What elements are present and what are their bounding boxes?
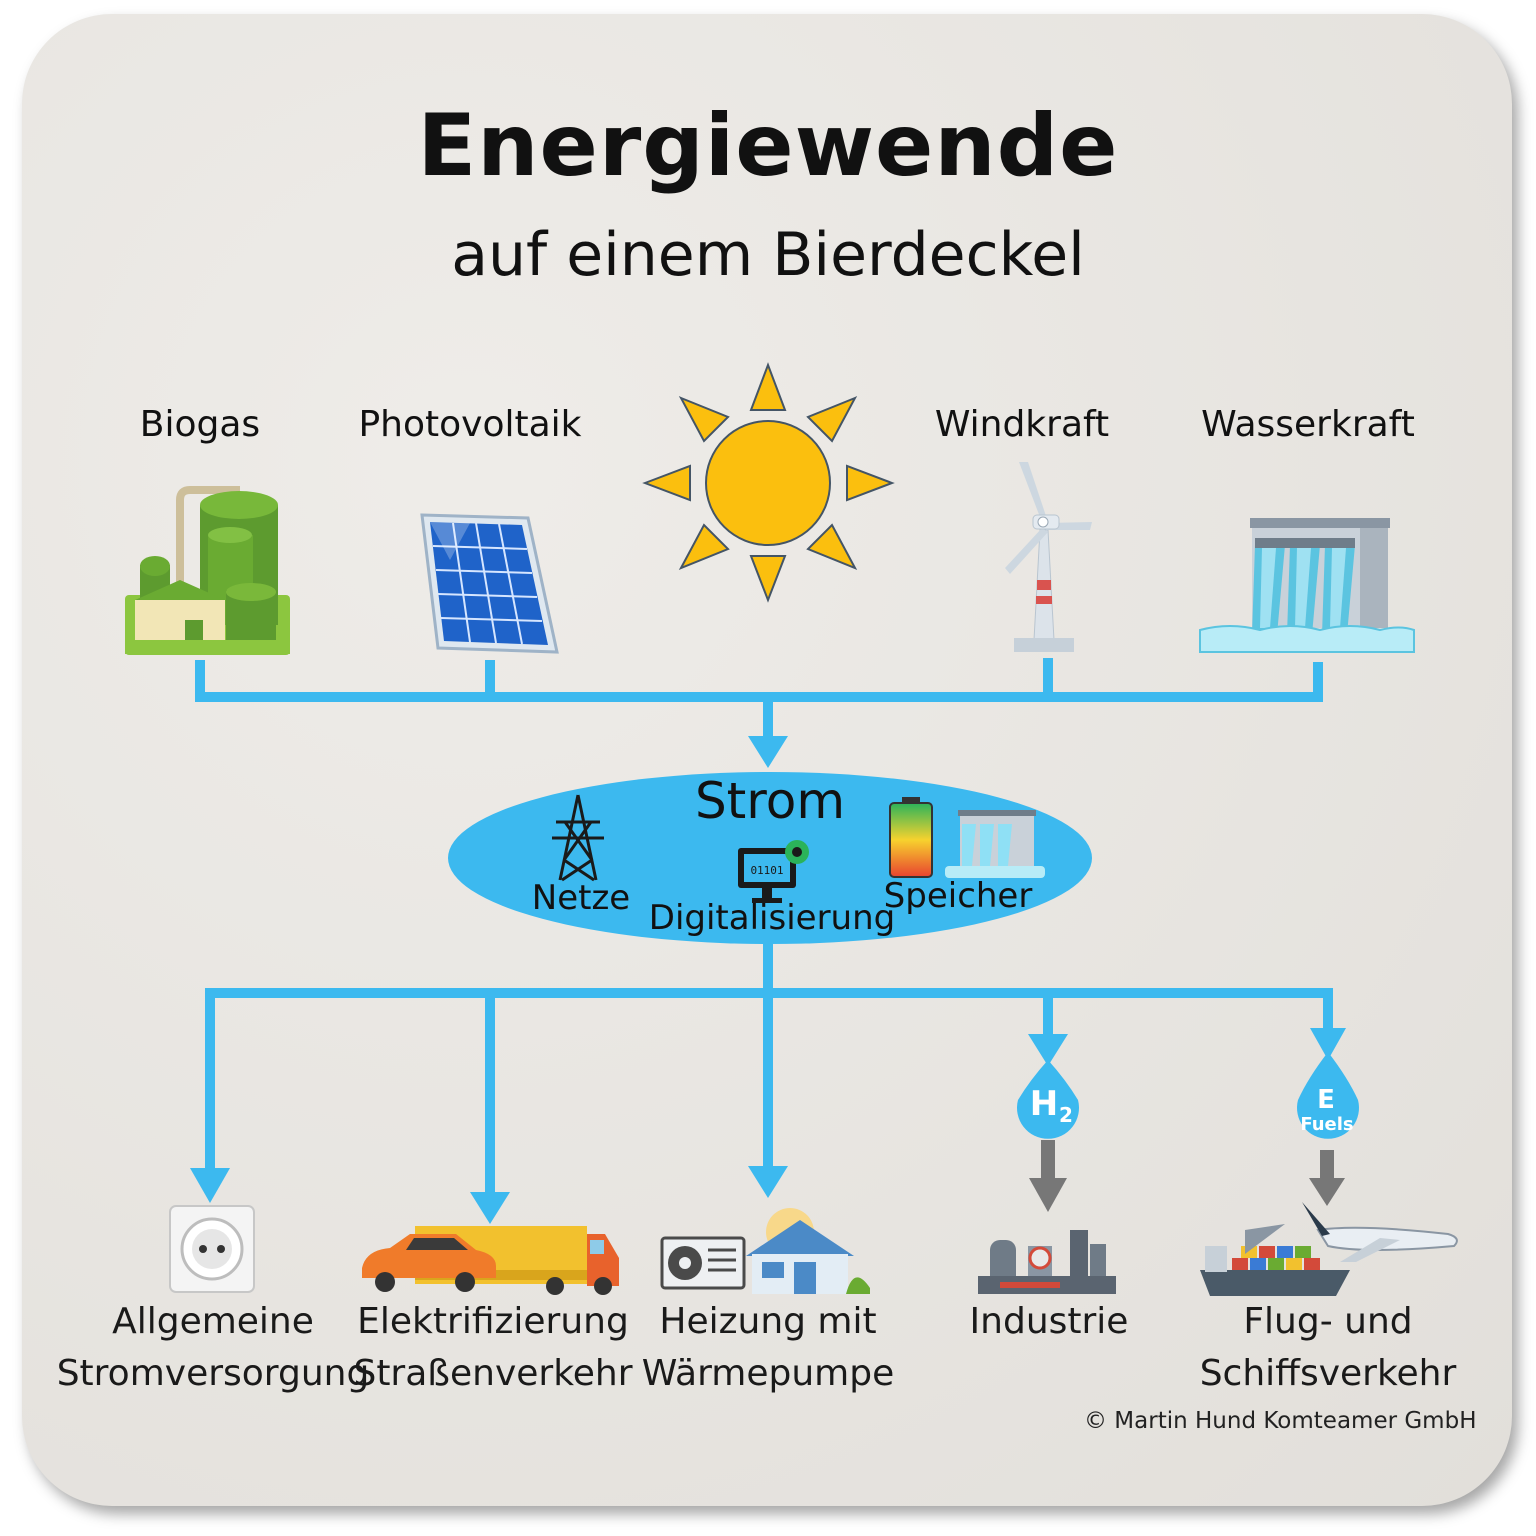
source-label-wasserkraft: Wasserkraft (1201, 404, 1415, 445)
efuels-main-text: E (1317, 1085, 1335, 1115)
hub-title-strom: Strom (694, 772, 846, 830)
page-title: Energiewende (417, 96, 1119, 196)
hub-item-digitalisierung: Digitalisierung (648, 898, 896, 938)
h2-drop-icon: H 2 (1017, 1060, 1079, 1139)
gray-arrow-h2 (1029, 1140, 1067, 1212)
sun-icon (642, 362, 895, 603)
consumer-label-line2: Straßenverkehr (353, 1353, 633, 1394)
arrow-to-efuels (1310, 1028, 1346, 1060)
consumer-label-line1: Elektrifizierung (357, 1301, 629, 1342)
computer-icon: 01101 (738, 840, 809, 903)
arrow-to-socket (190, 1168, 230, 1203)
gray-arrow-efuels (1309, 1150, 1345, 1206)
page-subtitle: auf einem Bierdeckel (451, 220, 1085, 290)
arrow-to-strom (748, 736, 788, 768)
pumped-storage-icon (945, 810, 1045, 878)
consumer-label-industrie: Industrie (970, 1296, 1129, 1348)
efuels-drop-icon: E Fuels (1297, 1052, 1359, 1139)
consumer-label-strassenverkehr: Elektrifizierung Straßenverkehr (353, 1296, 632, 1400)
h2-sub-text: 2 (1059, 1103, 1073, 1127)
efuels-sub-text: Fuels (1300, 1114, 1353, 1135)
copyright-notice: © Martin Hund Komteamer GmbH (1084, 1408, 1477, 1434)
power-pylon-icon (552, 794, 604, 882)
source-label-photovoltaik: Photovoltaik (358, 404, 582, 445)
consumer-label-waermepumpe: Heizung mit Wärmepumpe (642, 1296, 894, 1400)
consumer-label-flug-schiffsverkehr: Flug- und Schiffsverkehr (1200, 1296, 1457, 1400)
h2-main-text: H (1030, 1084, 1058, 1124)
arrow-to-vehicles (470, 1192, 510, 1224)
consumer-label-line2: Schiffsverkehr (1199, 1353, 1457, 1394)
consumer-label-line1: Industrie (969, 1301, 1129, 1342)
biogas-plant-icon (125, 486, 290, 655)
heat-pump-house-icon (660, 1208, 870, 1294)
solar-panel-icon (420, 513, 559, 654)
arrow-to-h2 (1028, 1034, 1068, 1066)
arrow-to-heatpump (748, 1166, 788, 1198)
source-label-windkraft: Windkraft (934, 404, 1110, 445)
hub-item-netze: Netze (531, 878, 631, 918)
consumer-label-line1: Heizung mit (659, 1301, 877, 1342)
consumer-label-line1: Flug- und (1243, 1301, 1413, 1342)
hydro-dam-icon (1199, 518, 1415, 653)
consumer-label-line2: Wärmepumpe (641, 1353, 895, 1394)
consumer-label-stromversorgung: Allgemeine Stromversorgung (57, 1296, 370, 1400)
wind-turbine-icon (1005, 462, 1092, 652)
source-label-biogas: Biogas (139, 404, 261, 445)
hub-item-speicher: Speicher (883, 876, 1033, 916)
factory-icon (978, 1230, 1116, 1294)
svg-text:01101: 01101 (750, 864, 783, 877)
consumer-connector-lines (205, 944, 1333, 1196)
car-truck-icon (362, 1226, 619, 1295)
source-connector-lines (195, 658, 1323, 740)
ship-airplane-icon (1200, 1202, 1458, 1296)
battery-icon (889, 797, 933, 878)
consumer-label-line2: Stromversorgung (56, 1353, 370, 1394)
power-socket-icon (169, 1205, 255, 1293)
consumer-label-line1: Allgemeine (112, 1301, 314, 1342)
